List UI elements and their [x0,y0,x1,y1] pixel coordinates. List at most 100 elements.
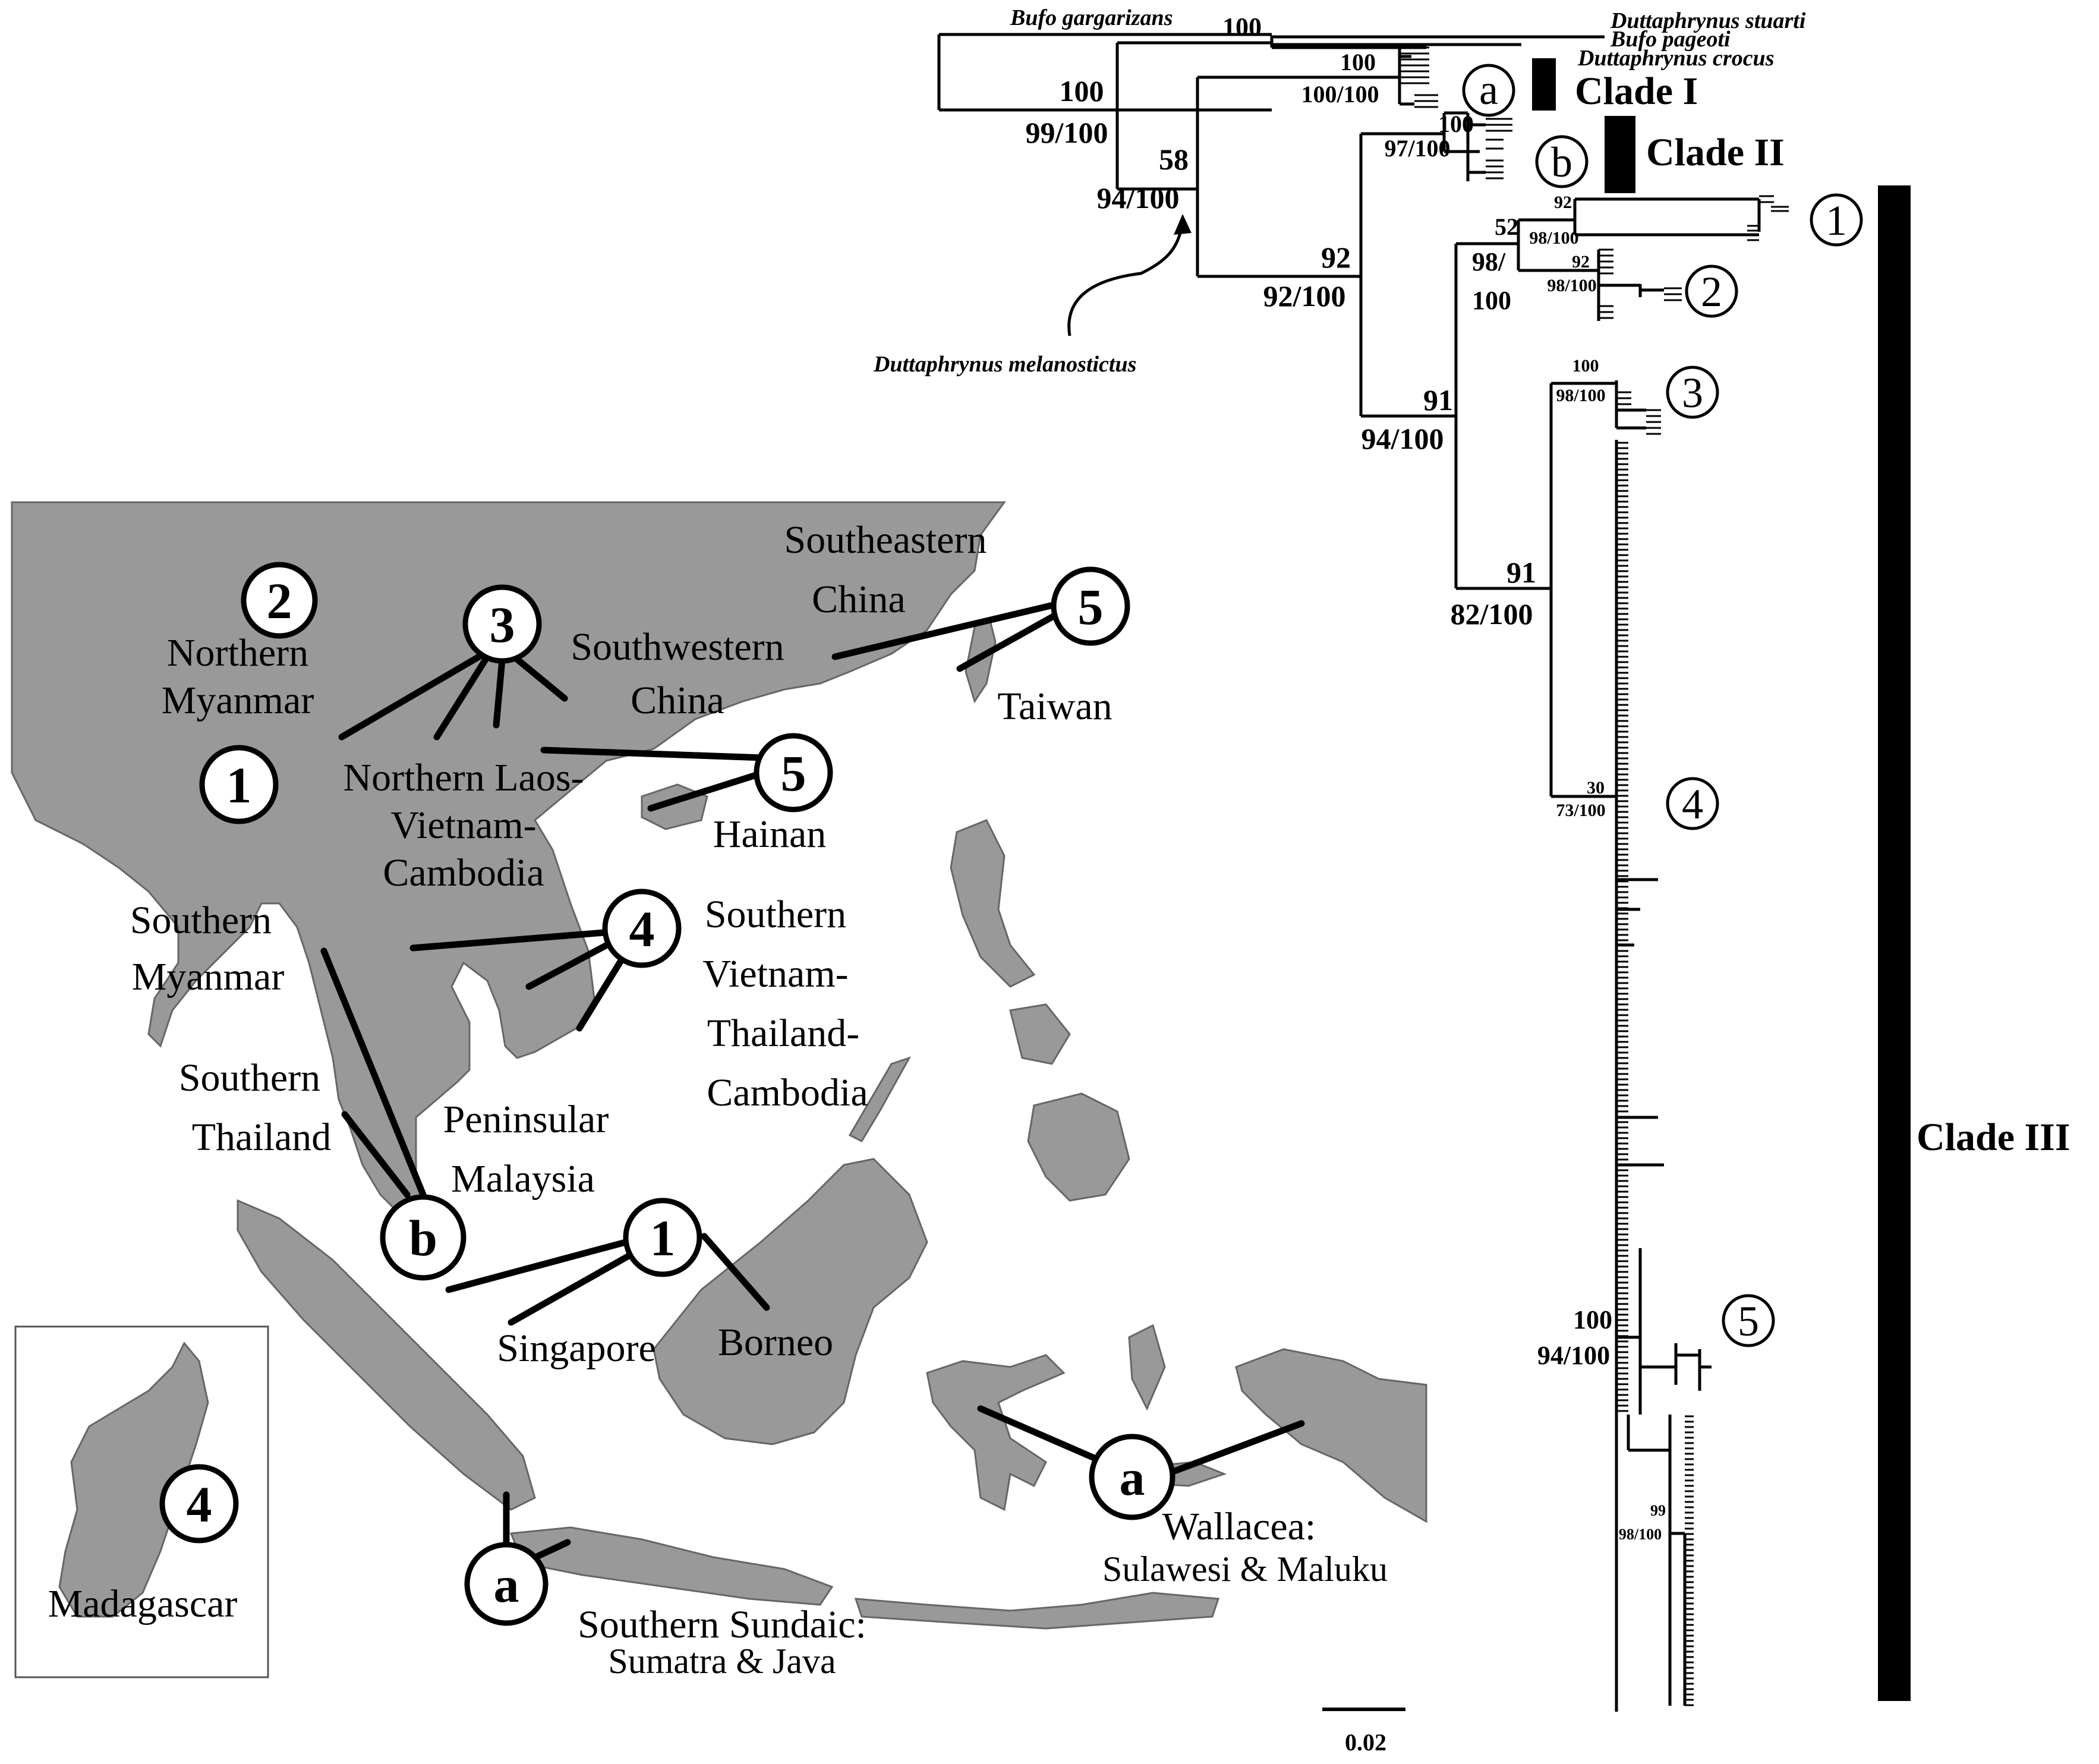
map-marker-1-borneo: 1 [623,1198,702,1277]
branch-n58-split [1117,75,1400,276]
label-southeastern-china-1: Southeastern [784,518,987,562]
label-northern-myanmar-2: Myanmar [162,679,314,722]
cluster-2 [1599,248,1682,319]
tree-marker-b-label: b [1551,138,1572,186]
map-marker-5-hainan: 5 [754,733,833,812]
label-southeastern-china-2: China [812,578,906,621]
support-100-clade-5: 100 [1573,1305,1612,1334]
support-92-clade-2: 92 [1572,252,1590,272]
taxon-duttaphrynus-crocus: Duttaphrynus crocus [1577,46,1774,71]
support-92-clade-1: 92 [1554,193,1572,212]
label-southern-thailand-2: Thailand [192,1116,332,1159]
map-marker-4: 4 [602,889,682,968]
support-52: 52 [1495,213,1518,240]
connector-1-borneo [701,1233,770,1311]
tree-marker-4-label: 4 [1682,780,1703,828]
branch-n58 [1115,35,1605,189]
map-marker-2-label: 2 [267,572,292,629]
sulawesi-island [926,1354,1066,1511]
label-peninsular-2: Malaysia [451,1157,595,1201]
lesser-sunda-islands [854,1592,1220,1630]
map-marker-5-taiwan-label: 5 [1078,578,1104,635]
tree-marker-4: 4 [1666,777,1719,830]
support-91-b: 91 [1507,556,1536,589]
tree-marker-a-label: a [1479,66,1498,114]
clade-bars: Clade I Clade II Clade III [1532,58,2070,1701]
tree-marker-3: 3 [1666,366,1719,419]
map-place-labels: Northern Myanmar Southeastern China Sout… [48,518,1388,1681]
label-taiwan: Taiwan [997,685,1112,728]
sumatra-island [237,1199,536,1511]
tree-marker-2: 2 [1685,264,1738,318]
branch-gargarizans [1117,33,1272,112]
tree-markers: a b 1 2 3 4 5 [1462,64,1863,1347]
label-singapore: Singapore [497,1327,656,1370]
branch-n100-3 [1549,380,1646,796]
palawan-island [848,1056,912,1142]
label-hainan: Hainan [713,812,827,856]
map-marker-b: b [380,1194,467,1281]
clade-1-bar [1532,58,1556,111]
label-northern-laos-3: Cambodia [383,851,544,894]
support-94-100-a: 94/100 [1361,422,1444,455]
support-91-a: 91 [1423,383,1453,417]
map-marker-a-wallacea: a [1089,1434,1175,1520]
connector-5-vietnam [540,746,767,761]
support-99-100-root: 99/100 [1026,116,1108,149]
borneo-island [653,1158,928,1445]
phylogenetic-tree: 100 100 99/100 100 100/100 100 97/100 58… [873,5,2070,1756]
label-southern-vietnam-2: Vietnam- [702,952,848,996]
label-southern-thailand-1: Southern [179,1056,320,1100]
support-98-100-bottom: 98/100 [1619,1526,1662,1543]
label-northern-myanmar-1: Northern [167,631,308,675]
tree-marker-5: 5 [1722,1294,1775,1347]
map-marker-1-myanmar-label: 1 [226,757,252,814]
map: 2 1 3 5 5 4 b [11,501,1427,1681]
support-94-100-melano: 94/100 [1097,181,1180,215]
taxon-bufo-pageoti: Bufo pageoti [1610,27,1731,52]
branch-clade2 [1442,111,1486,181]
cluster-clade1 [1400,46,1438,108]
connector-4-cambodia [525,935,622,990]
connector-b-thailand [341,1111,411,1198]
cluster-1 [1747,195,1789,241]
branch-root [937,33,1117,112]
map-marker-a-sundaic-label: a [494,1556,519,1613]
clade-3-label: Clade III [1917,1116,2070,1159]
maluku-new-guinea [1235,1348,1427,1523]
label-wallacea-1: Wallacea: [1162,1505,1316,1548]
taxon-duttaphrynus-stuarti: Duttaphrynus stuarti [1610,8,1806,33]
connector-4-vietnam [576,947,631,1032]
tree-marker-3-label: 3 [1682,369,1703,417]
map-marker-b-label: b [409,1209,437,1267]
support-58: 58 [1159,143,1189,176]
support-98-100-clade-2: 98/100 [1547,276,1596,295]
clade-1-label: Clade I [1575,70,1698,113]
visayas-islands [1009,1003,1071,1065]
label-madagascar: Madagascar [48,1582,238,1626]
map-marker-4-madagascar: 4 [159,1464,239,1544]
connector-1-peninsula [445,1233,651,1293]
clade-3-bar [1878,185,1911,1701]
map-marker-3: 3 [462,584,542,664]
tree-marker-1: 1 [1810,193,1863,247]
branch-n92 [1197,132,1444,416]
label-sundaic-2: Sumatra & Java [608,1642,836,1681]
cluster-clade2 [1486,118,1512,179]
label-southern-vietnam-3: Thailand- [707,1012,860,1055]
scale-bar-label: 0.02 [1345,1729,1386,1756]
madagascar-inset-frame [14,1325,269,1678]
label-southern-vietnam-1: Southern [705,893,846,936]
tree-marker-2-label: 2 [1701,268,1722,316]
branch-clade5 [1616,1248,1712,1415]
support-100-clade2: 100 [1438,111,1474,137]
clade-2-bar [1605,116,1635,193]
support-100-root: 100 [1060,74,1104,108]
support-98-bottom: 100 [1472,286,1511,315]
map-marker-1-myanmar: 1 [199,745,279,824]
map-connector-lines [320,600,1305,1567]
connector-3-myanmar [338,643,500,741]
terminal-clusters [1400,46,1789,435]
branch-n30-4 [1551,440,1664,1712]
connector-5-taiwan [956,609,1064,672]
